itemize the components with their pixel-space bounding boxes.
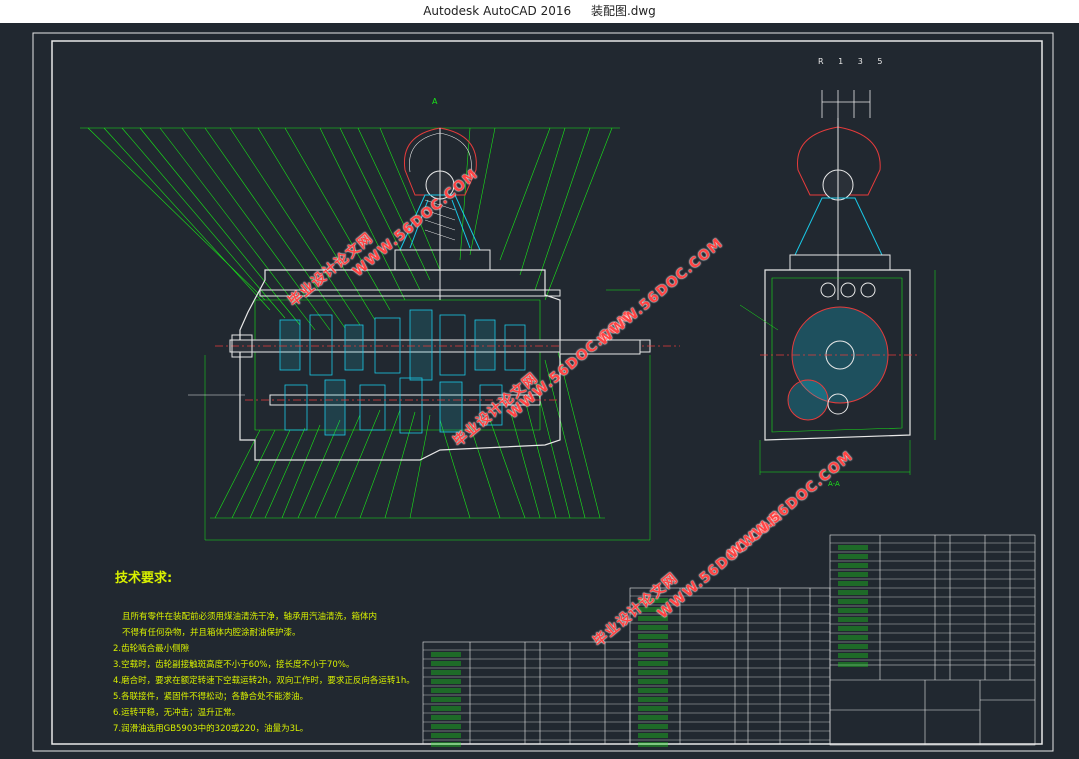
parts-list-fills: [431, 545, 868, 747]
parts-cell-fill: [838, 617, 868, 622]
gear-stack: [279, 309, 526, 436]
parts-cell-fill: [838, 644, 868, 649]
parts-cell-fill: [838, 626, 868, 631]
parts-cell-fill: [638, 625, 668, 630]
parts-cell-fill: [431, 652, 461, 657]
side-view: R 1 3 5 A-A: [739, 57, 936, 488]
parts-list-rows: [423, 542, 1035, 741]
tech-requirement-line-2: 不得有任何杂物，并且箱体内腔涂耐油保护漆。: [122, 628, 301, 638]
parts-cell-fill: [838, 572, 868, 577]
parts-cell-fill: [638, 733, 668, 738]
parts-cell-fill: [838, 608, 868, 613]
drawing-svg: A R 1 3 5 A-A: [32, 32, 1054, 752]
parts-cell-fill: [638, 616, 668, 621]
leader-lines-bottom: [210, 339, 605, 519]
tech-requirement-line-8: 7.润滑油选用GB5903中的320或220，油量为3L。: [113, 724, 309, 734]
parts-cell-fill: [838, 662, 868, 667]
parts-cell-fill: [431, 733, 461, 738]
parts-cell-fill: [638, 607, 668, 612]
parts-cell-fill: [638, 688, 668, 693]
section-label-a: A: [432, 97, 438, 106]
parts-cell-fill: [638, 697, 668, 702]
tech-requirement-line-1: 且所有零件在装配前必须用煤油清洗干净，轴承用汽油清洗，箱体内: [122, 612, 378, 622]
parts-cell-fill: [431, 670, 461, 675]
parts-cell-fill: [431, 724, 461, 729]
main-section-view: A: [80, 97, 680, 541]
sheet-outer-border: [32, 32, 1054, 752]
shift-pattern: R 1 3 5: [818, 57, 888, 66]
tech-requirement-line-4: 3.空载时，齿轮副接触斑高度不小于60%，接长度不小于70%。: [113, 660, 355, 670]
parts-cell-fill: [638, 724, 668, 729]
file-name: 装配图.dwg: [590, 4, 656, 18]
window-title: Autodesk AutoCAD 2016 装配图.dwg: [0, 0, 1079, 23]
parts-cell-fill: [431, 679, 461, 684]
parts-cell-fill: [431, 742, 461, 747]
app-title: Autodesk AutoCAD 2016: [423, 4, 572, 18]
section-label-aa: A-A: [828, 480, 840, 488]
parts-cell-fill: [638, 706, 668, 711]
parts-cell-fill: [431, 688, 461, 693]
parts-cell-fill: [431, 715, 461, 720]
title-bar: Autodesk AutoCAD 2016 装配图.dwg: [0, 0, 1079, 23]
shift-tower: [394, 127, 491, 300]
tech-requirement-line-3: 2.齿轮啮合最小侧隙: [113, 644, 190, 654]
tech-requirements-heading: 技术要求:: [115, 571, 173, 586]
tech-requirement-line-5: 4.磨合时，要求在额定转速下空载运转2h，双向工作时，要求正反向各运转1h。: [113, 676, 415, 686]
parts-cell-fill: [638, 742, 668, 747]
parts-cell-fill: [638, 652, 668, 657]
parts-cell-fill: [838, 635, 868, 640]
parts-cell-fill: [838, 590, 868, 595]
parts-cell-fill: [838, 563, 868, 568]
parts-cell-fill: [838, 545, 868, 550]
parts-cell-fill: [638, 715, 668, 720]
parts-cell-fill: [431, 661, 461, 666]
parts-cell-fill: [431, 706, 461, 711]
tech-requirement-line-7: 6.运转平稳，无冲击；温升正常。: [113, 708, 241, 718]
leader-lines-top: [80, 127, 620, 331]
parts-cell-fill: [838, 599, 868, 604]
parts-cell-fill: [638, 661, 668, 666]
parts-cell-fill: [638, 670, 668, 675]
parts-cell-fill: [638, 634, 668, 639]
parts-cell-fill: [431, 697, 461, 702]
parts-cell-fill: [838, 581, 868, 586]
tech-requirement-line-6: 5.各联接件，紧固件不得松动；各静合处不能渗油。: [113, 692, 309, 702]
parts-cell-fill: [838, 554, 868, 559]
parts-cell-fill: [838, 653, 868, 658]
drawing-canvas[interactable]: A R 1 3 5 A-A: [0, 23, 1079, 759]
parts-cell-fill: [638, 679, 668, 684]
parts-cell-fill: [638, 598, 668, 603]
parts-cell-fill: [638, 643, 668, 648]
